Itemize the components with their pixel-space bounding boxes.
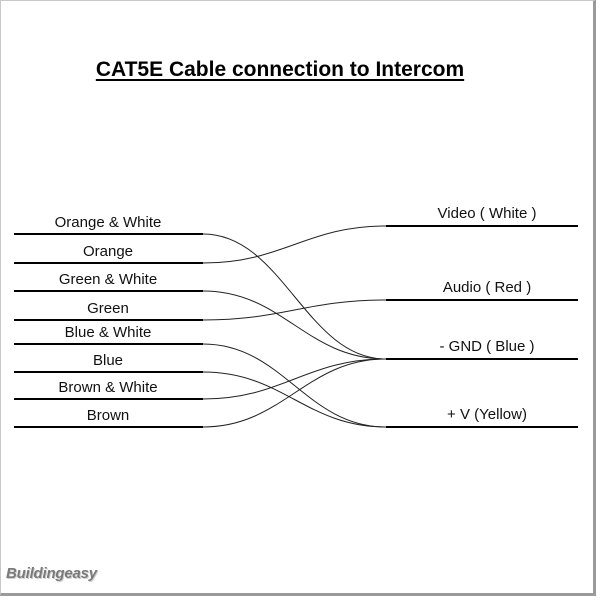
terminal-label-audio-red: Audio ( Red ) [443,279,531,296]
wire-label-green: Green [87,300,129,317]
wire-label-blue-white: Blue & White [65,324,152,341]
diagram-title: CAT5E Cable connection to Intercom [95,58,465,81]
connection-blue-white-to-v-yellow [202,343,387,428]
connection-blue-to-v-yellow [202,371,387,428]
wire-label-brown: Brown [87,407,130,424]
wire-label-orange: Orange [83,243,133,260]
wire-label-orange-white: Orange & White [55,214,162,231]
wire-label-brown-white: Brown & White [58,379,157,396]
terminal-label-gnd-blue: - GND ( Blue ) [439,338,534,355]
wire-label-blue: Blue [93,352,123,369]
right-terminals: Video ( White ) Audio ( Red ) - GND ( Blue… [386,205,578,428]
connection-green-to-audio-red [202,299,387,321]
terminal-label-v-yellow: + V (Yellow) [447,406,527,423]
connection-brown-to-gnd-blue [202,358,387,428]
connection-orange-white-to-gnd-blue [202,233,387,360]
terminal-label-video-white: Video ( White ) [438,205,537,222]
watermark-logo: Buildingeasy [6,565,97,582]
connection-orange-to-video-white [202,225,387,264]
cross-connections [202,225,387,428]
connection-green-white-to-gnd-blue [202,290,387,360]
connection-brown-white-to-gnd-blue [202,358,387,400]
wire-label-green-white: Green & White [59,271,157,288]
